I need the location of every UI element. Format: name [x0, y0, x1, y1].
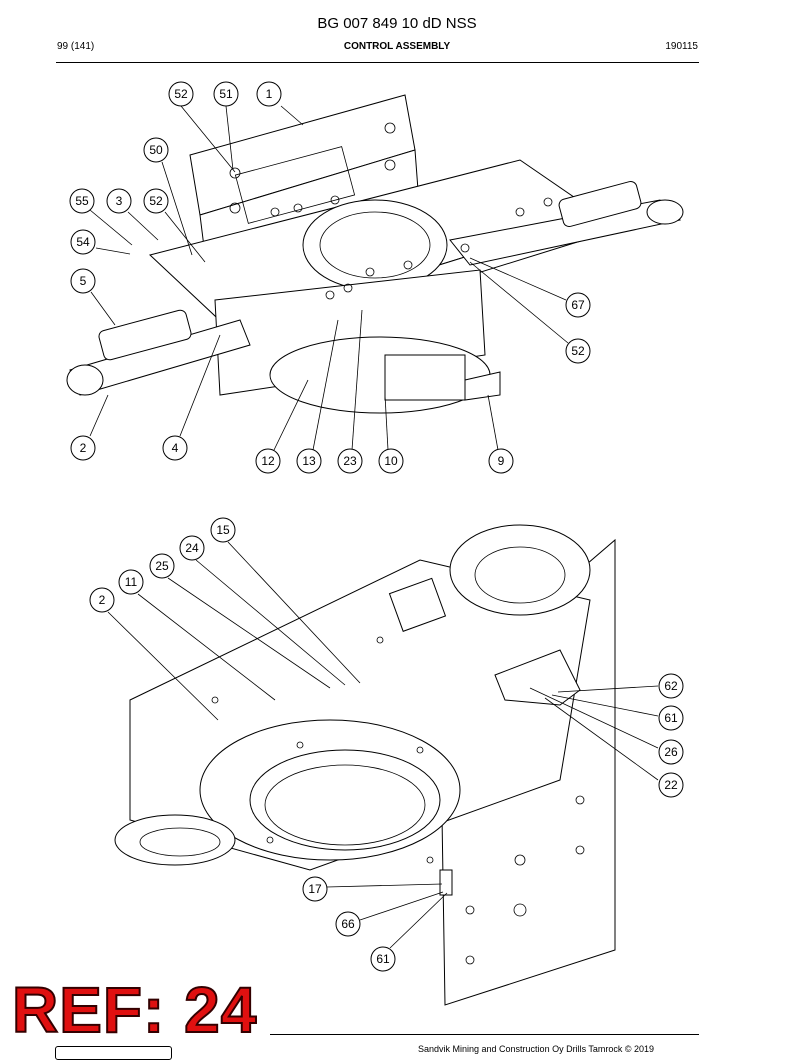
svg-text:51: 51 — [219, 87, 233, 101]
callout-52c: 52 — [565, 338, 591, 364]
callout-50: 50 — [143, 137, 169, 163]
bottom-assembly-drawing — [114, 524, 616, 1006]
page-number: 99 (141) — [57, 41, 95, 52]
callout-13: 13 — [296, 448, 322, 474]
svg-text:2: 2 — [99, 593, 106, 607]
callout-51: 51 — [213, 81, 239, 107]
callout-3: 3 — [106, 188, 132, 214]
callout-24: 24 — [179, 535, 205, 561]
section-title: CONTROL ASSEMBLY — [343, 41, 451, 52]
callout-52b: 52 — [143, 188, 169, 214]
callout-61: 61 — [658, 705, 684, 731]
svg-text:12: 12 — [261, 454, 275, 468]
footer-copyright: Sandvik Mining and Construction Oy Drill… — [418, 1044, 655, 1054]
svg-text:10: 10 — [384, 454, 398, 468]
callout-12: 12 — [255, 448, 281, 474]
svg-text:25: 25 — [155, 559, 169, 573]
callout-1: 1 — [256, 81, 282, 107]
svg-text:2: 2 — [80, 441, 87, 455]
callout-15: 15 — [210, 517, 236, 543]
callout-4: 4 — [162, 435, 188, 461]
ref-stamp: REF: 24 — [11, 974, 258, 1046]
top-assembly-drawing — [66, 94, 684, 414]
svg-text:15: 15 — [216, 523, 230, 537]
callout-26: 26 — [658, 739, 684, 765]
callout-62: 62 — [658, 673, 684, 699]
svg-text:5: 5 — [80, 274, 87, 288]
svg-text:17: 17 — [308, 882, 322, 896]
callout-25: 25 — [149, 553, 175, 579]
callout-54: 54 — [70, 229, 96, 255]
svg-text:50: 50 — [149, 143, 163, 157]
callout-67: 67 — [565, 292, 591, 318]
document-date: 190115 — [665, 41, 698, 52]
svg-text:22: 22 — [664, 778, 678, 792]
sandvik-logo — [55, 1046, 172, 1060]
svg-text:13: 13 — [302, 454, 316, 468]
leader-lines — [89, 105, 659, 949]
svg-text:52: 52 — [571, 344, 585, 358]
callout-52: 52 — [168, 81, 194, 107]
callout-2: 2 — [70, 435, 96, 461]
callout-5: 5 — [70, 268, 96, 294]
svg-text:26: 26 — [664, 745, 678, 759]
callout-22: 22 — [658, 772, 684, 798]
svg-text:62: 62 — [664, 679, 678, 693]
callout-9: 9 — [488, 448, 514, 474]
svg-text:1: 1 — [266, 87, 273, 101]
callout-10: 10 — [378, 448, 404, 474]
svg-text:9: 9 — [498, 454, 505, 468]
footer-rule — [270, 1034, 699, 1035]
header-rule — [56, 62, 699, 63]
svg-text:52: 52 — [174, 87, 188, 101]
svg-text:54: 54 — [76, 235, 90, 249]
callout-55: 55 — [69, 188, 95, 214]
svg-text:23: 23 — [343, 454, 357, 468]
callout-2-bottom: 2 — [89, 587, 115, 613]
svg-text:61: 61 — [376, 952, 390, 966]
callout-23: 23 — [337, 448, 363, 474]
document-title: BG 007 849 10 dD NSS — [317, 15, 477, 32]
svg-text:61: 61 — [664, 711, 678, 725]
callout-11: 11 — [118, 569, 144, 595]
svg-text:11: 11 — [125, 575, 138, 589]
svg-text:67: 67 — [571, 298, 585, 312]
svg-text:55: 55 — [75, 194, 89, 208]
callout-61-bottom: 61 — [370, 946, 396, 972]
svg-text:52: 52 — [149, 194, 163, 208]
callout-17: 17 — [302, 876, 328, 902]
svg-text:4: 4 — [172, 441, 179, 455]
svg-text:66: 66 — [341, 917, 355, 931]
svg-text:24: 24 — [185, 541, 199, 555]
callout-66: 66 — [335, 911, 361, 937]
svg-text:3: 3 — [116, 194, 123, 208]
